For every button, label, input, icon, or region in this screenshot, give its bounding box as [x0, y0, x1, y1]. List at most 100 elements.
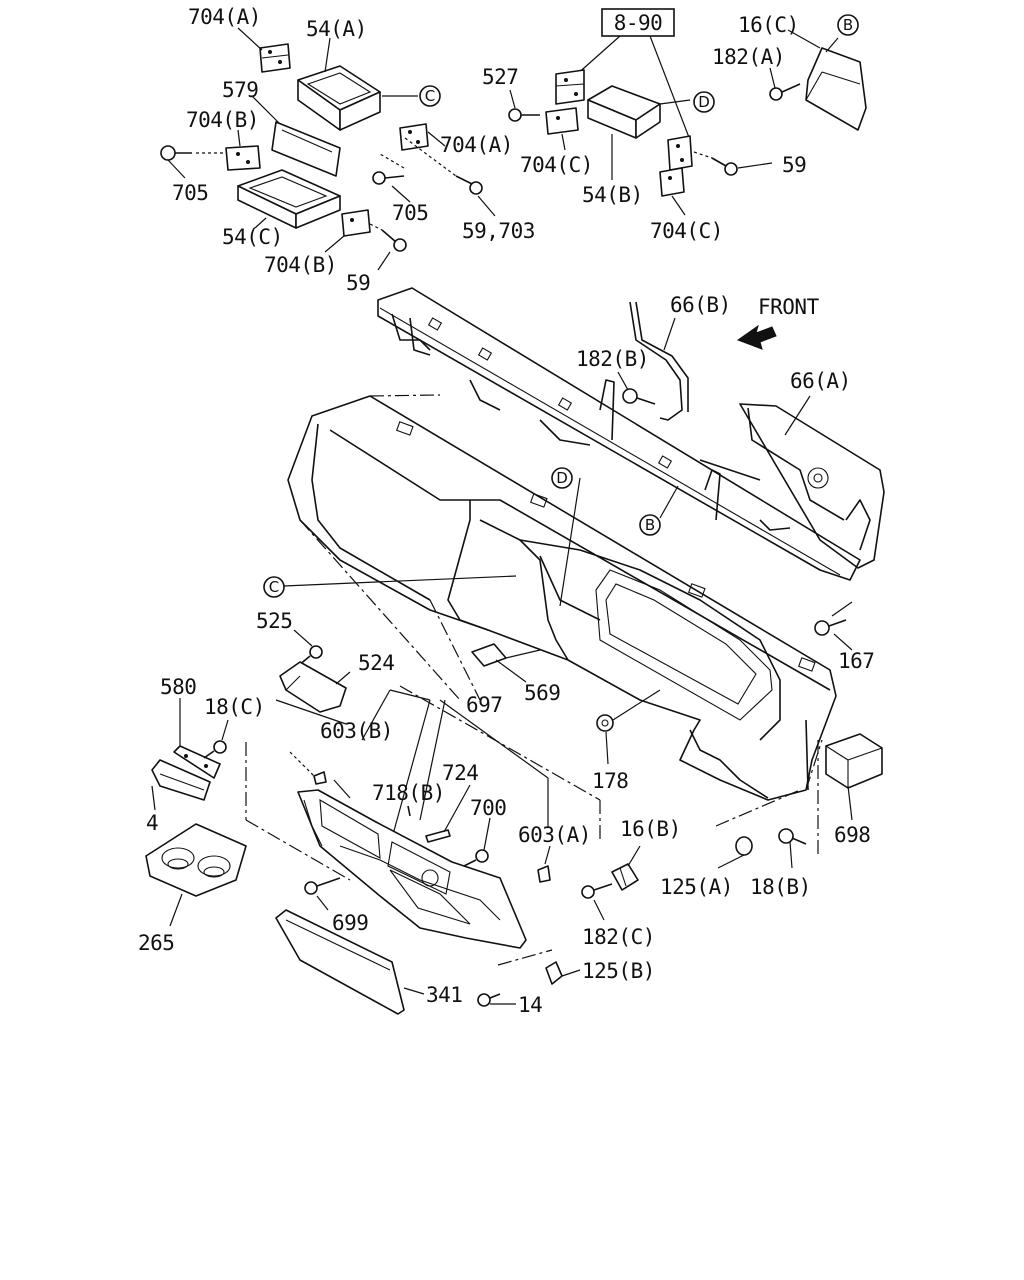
- clip-603b-icon: [313, 771, 327, 785]
- pin-718b-icon: [407, 805, 411, 817]
- label-66a: 66(A): [790, 369, 851, 393]
- front-label: FRONT: [758, 295, 820, 319]
- lower-panel-697: [297, 789, 527, 949]
- clip-603a-icon: [537, 865, 551, 883]
- bracket-704a-top: [259, 43, 291, 73]
- label-178: 178: [592, 769, 628, 793]
- bolt-18b-icon: [778, 828, 807, 845]
- label-698: 698: [834, 823, 870, 847]
- label-700: 700: [470, 796, 506, 820]
- label-705-left: 705: [172, 181, 208, 205]
- glove-box-lid-341: [275, 909, 405, 1015]
- cup-holder-265: [145, 823, 247, 897]
- label-16c: 16(C): [738, 13, 799, 37]
- trim-524: [279, 661, 347, 713]
- label-524: 524: [358, 651, 394, 675]
- nut-178-icon: [596, 714, 614, 732]
- callout-c-lower-label: C: [269, 578, 279, 596]
- label-569: 569: [524, 681, 560, 705]
- pocket-54b: [587, 85, 661, 139]
- label-182a: 182(A): [712, 45, 785, 69]
- screw-182c-icon: [581, 883, 613, 899]
- label-704c-mid: 704(C): [520, 153, 593, 177]
- bracket-8-90-stack: [555, 69, 585, 105]
- label-724: 724: [442, 761, 478, 785]
- callout-c-lower: [263, 576, 285, 598]
- bracket-704b-left: [225, 145, 261, 171]
- bracket-16c: [805, 47, 867, 131]
- label-697: 697: [466, 693, 502, 717]
- label-16b: 16(B): [620, 817, 681, 841]
- callout-d-lower: [551, 467, 573, 489]
- brace-66b: [629, 301, 689, 421]
- label-18c: 18(C): [204, 695, 265, 719]
- callout-d-upper-label: D: [698, 93, 710, 111]
- instrument-panel: [287, 395, 837, 801]
- label-265: 265: [138, 931, 174, 955]
- label-699: 699: [332, 911, 368, 935]
- label-54b: 54(B): [582, 183, 643, 207]
- screw-182a-icon: [769, 83, 801, 101]
- bracket-698: [825, 733, 883, 789]
- bolt-167-icon: [814, 619, 847, 636]
- label-54a: 54(A): [306, 17, 367, 41]
- screw-18c-icon: [203, 740, 227, 759]
- label-182c: 182(C): [582, 925, 655, 949]
- label-59-703: 59,703: [462, 219, 535, 243]
- bezel-4: [151, 759, 211, 801]
- screw-59-703-icon: [455, 175, 483, 195]
- bracket-704c-right: [659, 135, 693, 197]
- clip-569: [471, 643, 507, 667]
- plate-579: [271, 121, 341, 177]
- label-167: 167: [838, 649, 874, 673]
- screw-59-right-icon: [711, 157, 738, 176]
- reference-box: [601, 8, 675, 37]
- bracket-704c-mid: [545, 107, 579, 135]
- callout-b-upper-label: B: [843, 16, 853, 34]
- bracket-704a-mid: [399, 123, 429, 151]
- label-14: 14: [518, 993, 542, 1017]
- bolt-182b-icon: [622, 388, 656, 405]
- label-4: 4: [146, 811, 158, 835]
- label-18b: 18(B): [750, 875, 811, 899]
- label-704a-mid: 704(A): [440, 133, 513, 157]
- label-704a-top: 704(A): [188, 5, 261, 29]
- screw-14-icon: [477, 993, 501, 1007]
- screw-705-mid-icon: [372, 171, 405, 185]
- callout-c-upper-label: C: [425, 87, 435, 105]
- callout-b-lower-label: B: [645, 516, 655, 534]
- label-59-left: 59: [346, 271, 370, 295]
- pocket-54a: [297, 65, 381, 131]
- front-arrow-icon: [736, 324, 777, 350]
- label-125a: 125(A): [660, 875, 733, 899]
- label-59-right: 59: [782, 153, 806, 177]
- screw-700-icon: [463, 849, 489, 867]
- label-66b: 66(B): [670, 293, 731, 317]
- cross-car-beam: [377, 287, 861, 581]
- bracket-66a: [699, 403, 885, 569]
- label-704c-right: 704(C): [650, 219, 723, 243]
- callout-d-upper: [693, 91, 715, 113]
- label-341: 341: [426, 983, 462, 1007]
- label-705-mid: 705: [392, 201, 428, 225]
- label-527: 527: [482, 65, 518, 89]
- label-603a: 603(A): [518, 823, 591, 847]
- bracket-16b: [611, 863, 639, 891]
- screw-527-icon: [508, 108, 540, 122]
- callout-b-lower: [639, 514, 661, 536]
- pocket-54c: [237, 169, 341, 229]
- label-525: 525: [256, 609, 292, 633]
- screw-699-icon: [304, 877, 341, 895]
- strip-724: [425, 829, 451, 843]
- label-718b: 718(B): [372, 781, 445, 805]
- callout-b-upper: [837, 14, 859, 36]
- plate-580: [173, 745, 221, 779]
- label-603b: 603(B): [320, 719, 393, 743]
- screw-59-left-icon: [381, 229, 407, 252]
- bracket-704b-bottom: [341, 209, 371, 237]
- clip-125b-icon: [545, 961, 563, 985]
- clip-125a-icon: [735, 836, 753, 856]
- label-125b: 125(B): [582, 959, 655, 983]
- label-580: 580: [160, 675, 196, 699]
